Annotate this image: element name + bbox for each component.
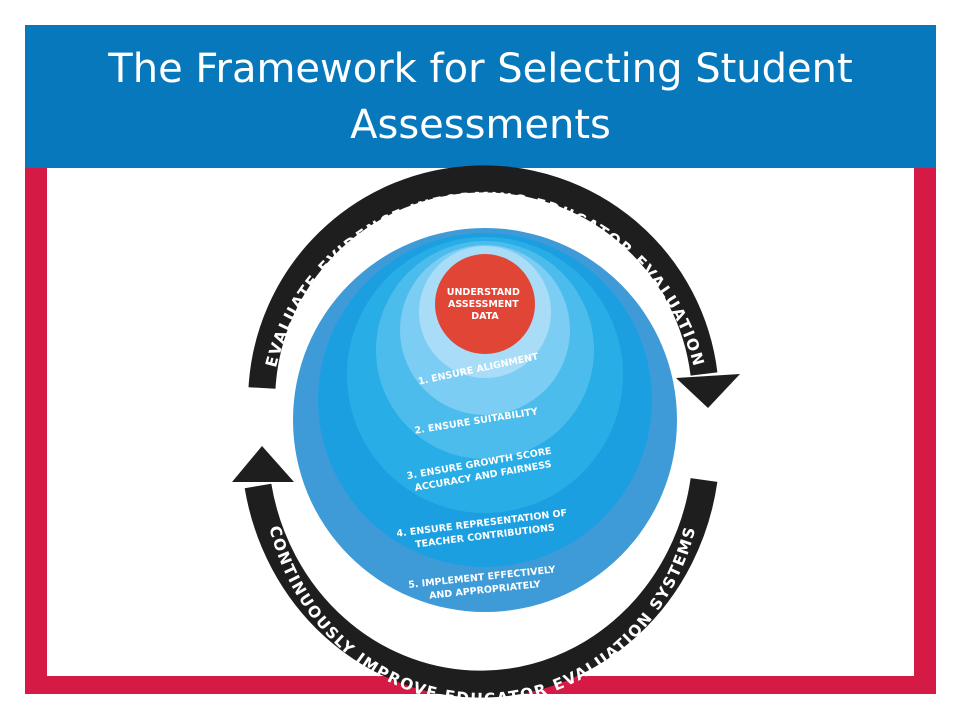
core-label-line-2: ASSESSMENT — [448, 299, 519, 310]
core-label-line-1: UNDERSTAND — [447, 287, 520, 298]
core-label: UNDERSTAND ASSESSMENT DATA — [447, 287, 523, 322]
core-label-line-3: DATA — [471, 311, 499, 322]
top-arrow-head — [676, 374, 740, 408]
nested-rings — [293, 228, 677, 612]
slide-title: The Framework for Selecting Student Asse… — [108, 45, 853, 148]
core-circle — [435, 254, 535, 354]
bottom-cycle-arc — [244, 478, 718, 698]
bottom-arrow-head — [232, 446, 294, 482]
title-bar: The Framework for Selecting Student Asse… — [25, 25, 936, 168]
top-cycle-arc — [248, 165, 718, 389]
cycle-arrows — [232, 165, 740, 698]
